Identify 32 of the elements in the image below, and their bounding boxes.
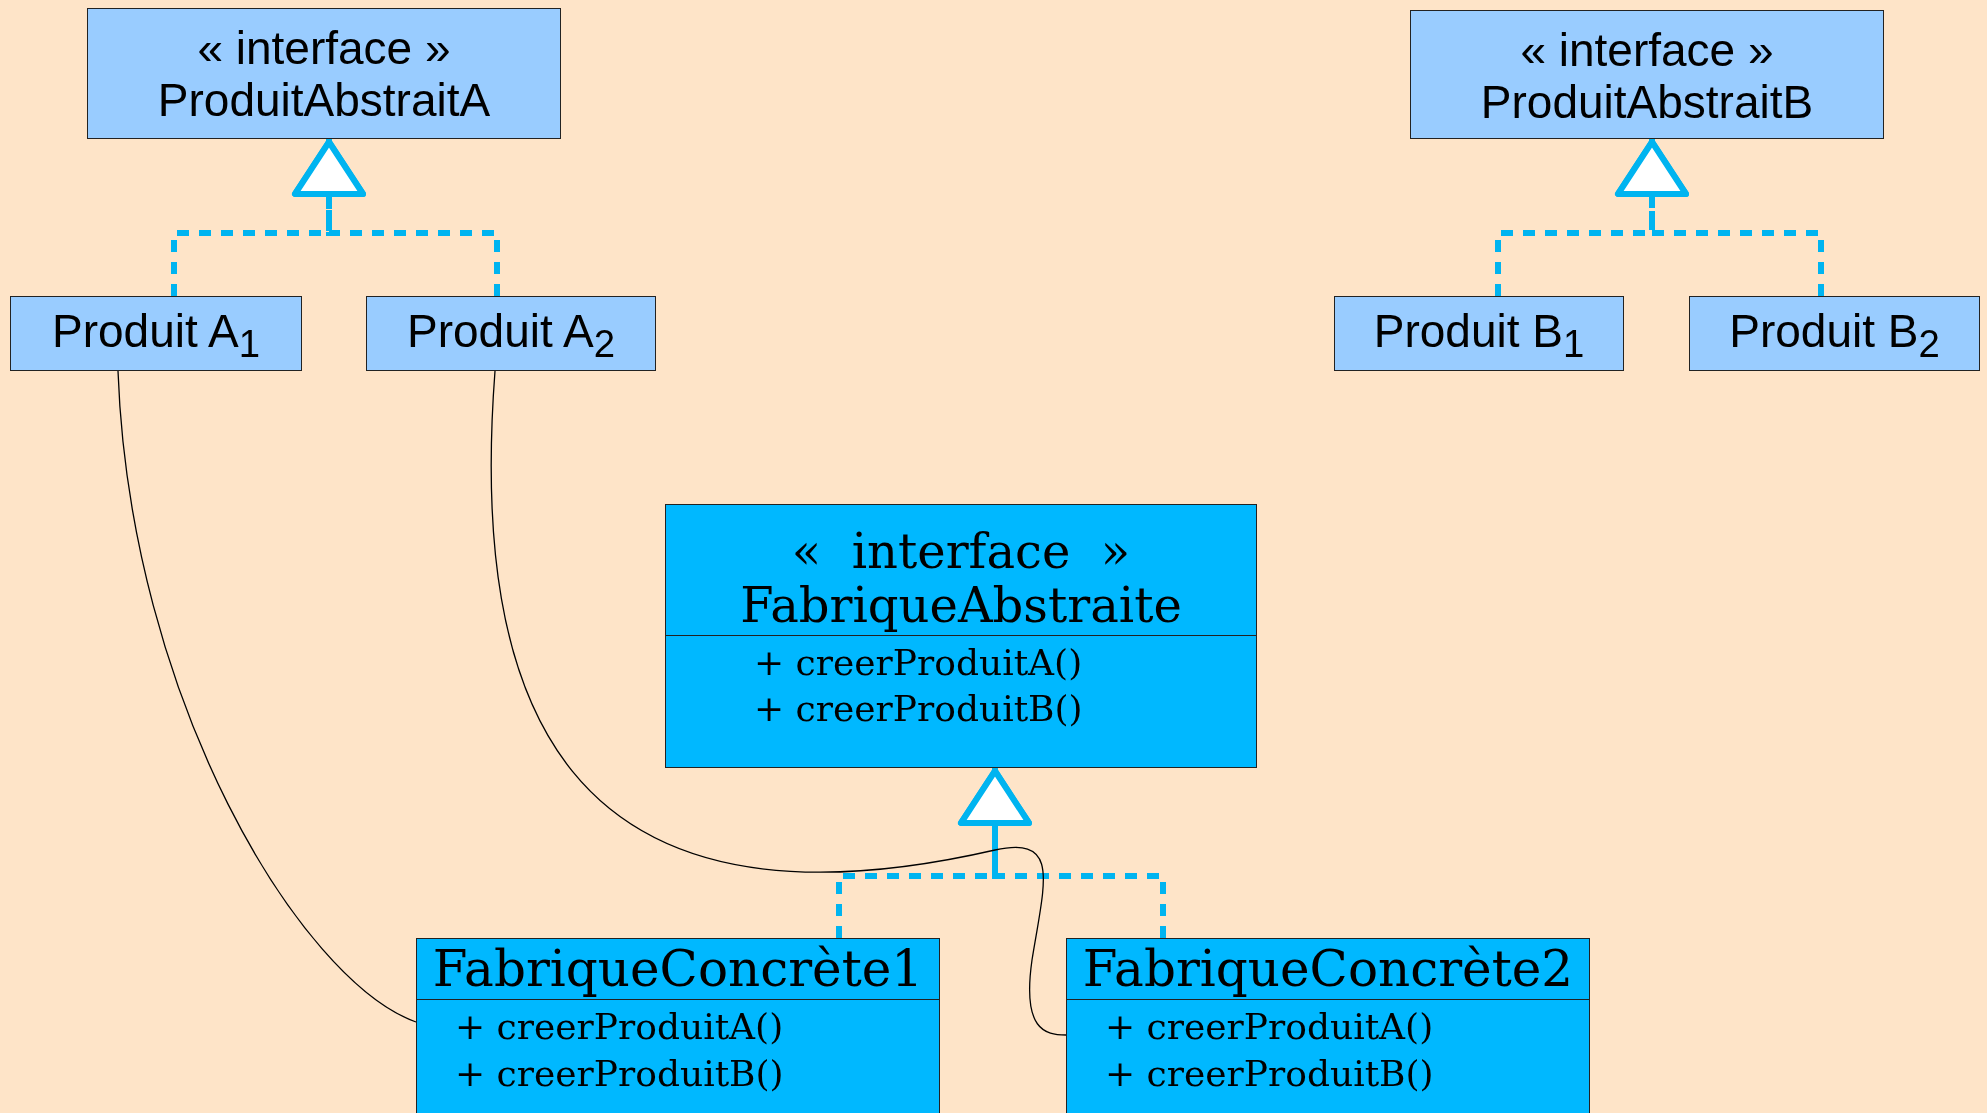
class-name: Produit A$_{1}$ [52, 306, 260, 367]
class-box [1410, 10, 1884, 139]
class-name: FabriqueAbstraite [740, 578, 1182, 633]
method-label: + creerProduitA() [1104, 1005, 1434, 1049]
class-box [1689, 296, 1980, 371]
class-name: FabriqueConcrète1 [432, 941, 924, 997]
realization-arrow [292, 139, 500, 296]
class-box [87, 8, 561, 139]
realization-arrow [958, 768, 1166, 938]
class-box [1334, 296, 1624, 371]
connector-line [490, 370, 1067, 1036]
stereotype-label: « interface » [791, 525, 1131, 579]
class-name: FabriqueConcrète2 [1082, 941, 1574, 997]
connector-line [117, 370, 417, 1023]
class-name: Produit B$_{2}$ [1729, 306, 1940, 367]
class-box [10, 296, 302, 371]
class-box [1066, 938, 1590, 1113]
method-label: + creerProduitA() [753, 640, 1083, 685]
method-label: + creerProduitA() [454, 1005, 784, 1049]
method-label: + creerProduitB() [1104, 1051, 1434, 1096]
realization-arrow [1615, 139, 1824, 296]
stereotype-label: « interface » [197, 23, 451, 75]
class-name: ProduitAbstraitB [1480, 76, 1814, 129]
class-box [665, 504, 1257, 768]
class-box [416, 938, 940, 1113]
stereotype-label: « interface » [1520, 25, 1774, 77]
method-label: + creerProduitB() [753, 687, 1083, 732]
method-label: + creerProduitB() [454, 1051, 784, 1096]
class-box [366, 296, 656, 371]
class-name: Produit A$_{2}$ [407, 306, 615, 367]
class-name: ProduitAbstraitA [157, 74, 491, 127]
class-name: Produit B$_{1}$ [1373, 306, 1585, 367]
